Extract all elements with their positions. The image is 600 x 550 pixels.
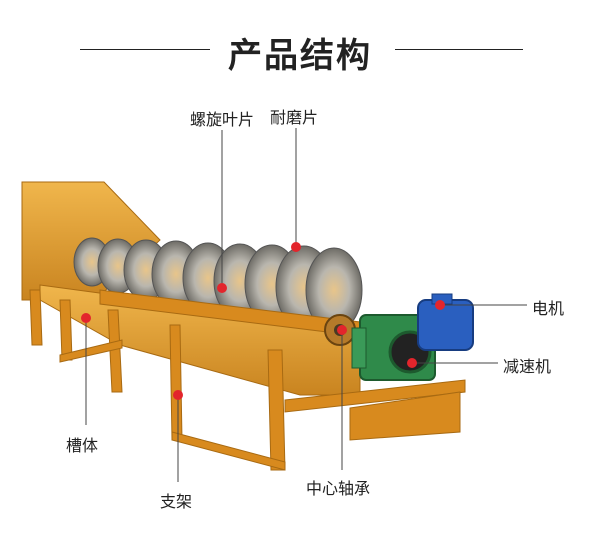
marker-support <box>173 390 183 400</box>
label-wear-plate: 耐磨片 <box>270 108 319 127</box>
title-rule-right <box>395 49 523 50</box>
marker-motor <box>435 300 445 310</box>
label-trough: 槽体 <box>66 436 99 455</box>
label-reducer: 减速机 <box>503 357 552 376</box>
label-motor: 电机 <box>532 299 565 318</box>
marker-reducer <box>407 358 417 368</box>
spiral-blades <box>73 237 363 333</box>
label-spiral-blade: 螺旋叶片 <box>190 110 255 129</box>
motor-unit <box>417 293 474 351</box>
marker-wear-plate <box>291 242 301 252</box>
support-frame <box>29 289 466 471</box>
label-support: 支架 <box>160 492 193 511</box>
marker-center-bearing <box>337 325 347 335</box>
label-center-bearing: 中心轴承 <box>306 479 371 498</box>
title-rule-left <box>80 49 210 50</box>
page-title: 产品结构 <box>228 36 372 76</box>
marker-spiral-blade <box>217 283 227 293</box>
marker-trough <box>81 313 91 323</box>
